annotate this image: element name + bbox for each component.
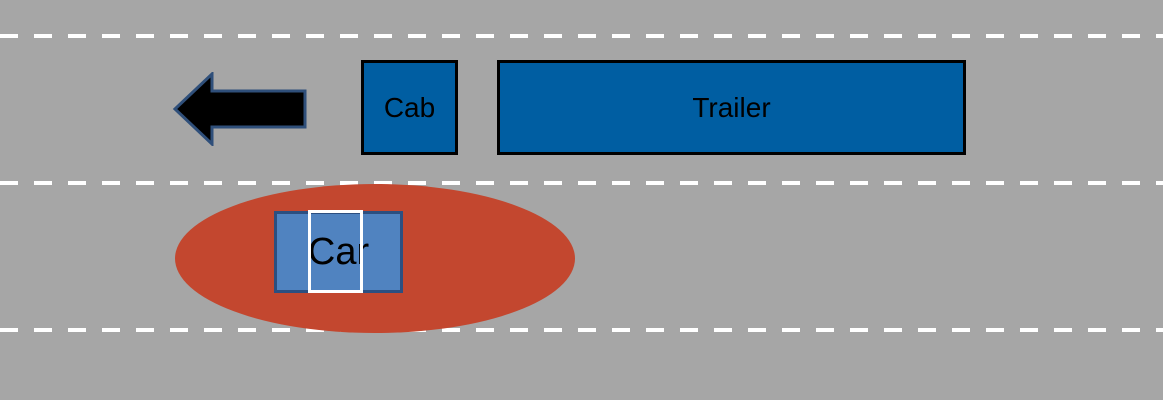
cab-label: Cab	[383, 91, 436, 123]
truck-cab: Cab	[361, 60, 458, 155]
lane-marking-middle	[0, 181, 1163, 185]
car-highlight-box	[308, 210, 363, 293]
left-arrow-icon	[172, 72, 307, 146]
truck-trailer: Trailer	[497, 60, 966, 155]
lane-marking-top	[0, 34, 1163, 38]
car-label: Car	[307, 230, 370, 273]
trailer-label: Trailer	[692, 91, 771, 123]
lane-marking-bottom	[0, 328, 1163, 332]
